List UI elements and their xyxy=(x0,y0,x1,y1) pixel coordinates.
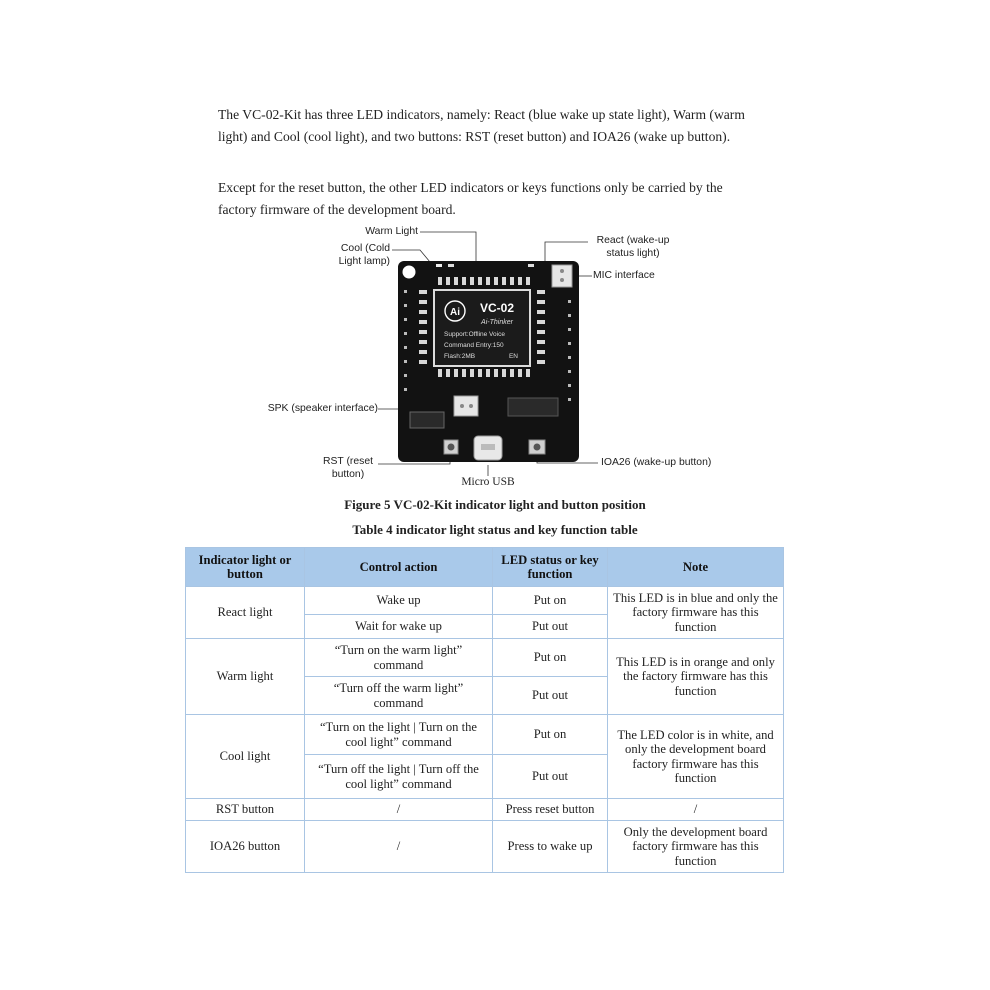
action-cell: Wake up xyxy=(304,586,493,615)
action-cell: “Turn on the warm light” command xyxy=(304,638,493,677)
warm-led xyxy=(448,264,454,267)
callout-react: React (wake-up status light) xyxy=(596,235,670,259)
mic-connector xyxy=(551,264,573,288)
callout-warm-light: Warm Light xyxy=(365,226,418,237)
note-cell: The LED color is in white, and only the … xyxy=(607,714,784,799)
callout-micro-usb: Micro USB xyxy=(461,476,515,488)
module-support: Support:Offline Voice xyxy=(444,331,505,338)
note-cell: This LED is in blue and only the factory… xyxy=(607,586,784,639)
item-cell: RST button xyxy=(185,798,305,821)
table-header-row: Indicator light or button Control action… xyxy=(185,547,784,587)
callout-spk: SPK (speaker interface) xyxy=(267,403,378,414)
callout-cool-light: Cool (Cold Light lamp) xyxy=(338,243,390,267)
table-row: Cool light “Turn on the light | Turn on … xyxy=(185,714,784,799)
status-cell: Press reset button xyxy=(492,798,608,821)
status-cell: Put out xyxy=(492,754,608,799)
action-cell: Wait for wake up xyxy=(304,614,493,639)
status-cell: Put on xyxy=(492,586,608,615)
ai-logo-icon xyxy=(444,300,466,322)
item-cell: Warm light xyxy=(185,638,305,715)
status-cell: Put on xyxy=(492,714,608,755)
module-logo: Ai xyxy=(450,307,460,318)
status-cell: Put on xyxy=(492,638,608,677)
header-led-status: LED status or key function xyxy=(492,547,608,587)
callout-rst: RST (reset button) xyxy=(322,456,374,480)
module-model: VC-02 xyxy=(480,301,514,315)
table-row: Wait for wake up Put out xyxy=(186,614,784,639)
item-cell: IOA26 button xyxy=(185,820,305,873)
module-flash: Flash:2MB xyxy=(444,353,475,360)
module-lang: EN xyxy=(509,353,518,360)
intro-paragraph: The VC-02-Kit has three LED indicators, … xyxy=(218,107,745,144)
note-cell: / xyxy=(607,798,784,821)
status-cell: Press to wake up xyxy=(492,820,608,873)
item-cell: React light xyxy=(185,586,305,639)
table-row: RST button / Press reset button / xyxy=(185,798,784,821)
action-cell: / xyxy=(304,798,493,821)
status-cell: Put out xyxy=(492,614,608,639)
firmware-paragraph: Except for the reset button, the other L… xyxy=(218,180,723,217)
react-led xyxy=(528,264,534,267)
action-cell: “Turn off the light | Turn off the cool … xyxy=(304,754,493,799)
note-cell: Only the development board factory firmw… xyxy=(607,820,784,873)
note-cell: This LED is in orange and only the facto… xyxy=(607,638,784,715)
action-cell: / xyxy=(304,820,493,873)
action-cell: “Turn off the warm light” command xyxy=(304,676,493,715)
header-note: Note xyxy=(607,547,784,587)
table-row: React light Wake up Put on This LED is i… xyxy=(185,586,784,639)
action-cell: “Turn on the light | Turn on the cool li… xyxy=(304,714,493,755)
status-cell: Put out xyxy=(492,676,608,715)
item-cell: Cool light xyxy=(185,714,305,799)
module-command: Command Entry:150 xyxy=(444,342,504,349)
amp-chip xyxy=(409,411,445,429)
table-row: IOA26 button / Press to wake up Only the… xyxy=(185,820,784,873)
board-figure: Ai VC-02 Ai-Thinker Support:Offline Voic… xyxy=(378,231,598,476)
ic-chip xyxy=(507,397,559,417)
header-control-action: Control action xyxy=(304,547,493,587)
callout-mic: MIC interface xyxy=(593,270,655,281)
cool-led xyxy=(436,264,442,267)
figure-caption: Figure 5 VC-02-Kit indicator light and b… xyxy=(344,497,646,512)
callout-ioa26: IOA26 (wake-up button) xyxy=(601,457,712,468)
spk-connector xyxy=(453,395,479,417)
table-row: Warm light “Turn on the warm light” comm… xyxy=(185,638,784,715)
function-table: Indicator light or button Control action… xyxy=(185,547,784,873)
header-indicator: Indicator light or button xyxy=(185,547,305,587)
module-brand: Ai-Thinker xyxy=(480,319,514,326)
table-caption: Table 4 indicator light status and key f… xyxy=(352,522,638,537)
